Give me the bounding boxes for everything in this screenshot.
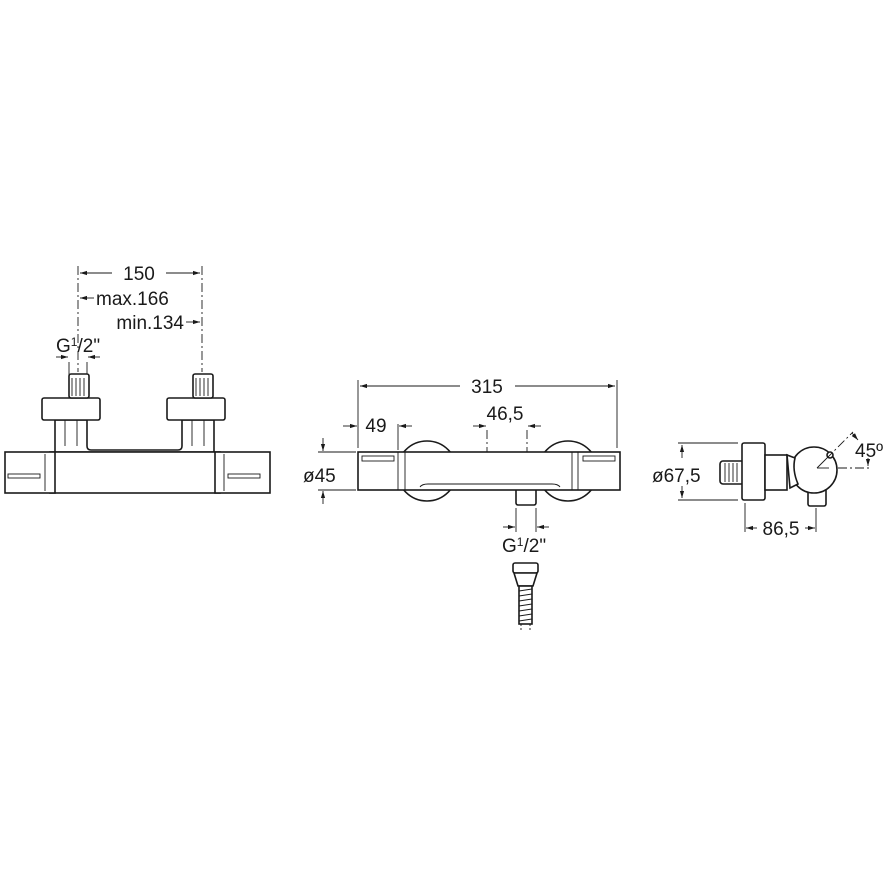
dim-end-label: 49 — [365, 416, 386, 437]
hose-icon — [512, 562, 539, 632]
side-depth-label: 86,5 — [763, 519, 800, 540]
dim-max-label: max.166 — [96, 289, 169, 310]
dim-outlet-label: 46,5 — [487, 404, 524, 425]
thread-label: G1/2" — [56, 335, 100, 357]
dim-min-label: min.134 — [116, 313, 184, 334]
dim-diameter-label: ø45 — [303, 466, 336, 487]
dim-length-label: 315 — [471, 377, 503, 398]
front-view: 150 max.166 min.134 G1/2" — [4, 264, 271, 494]
side-diameter-label: ø67,5 — [652, 466, 701, 487]
top-view: 315 49 46,5 ø45 G1/2" — [303, 377, 621, 632]
angle-label: 45º — [855, 441, 883, 462]
dim-spacing-label: 150 — [123, 264, 155, 285]
outlet-thread-label: G1/2" — [502, 535, 546, 557]
side-view: ø67,5 45º 86,5 — [652, 431, 883, 540]
